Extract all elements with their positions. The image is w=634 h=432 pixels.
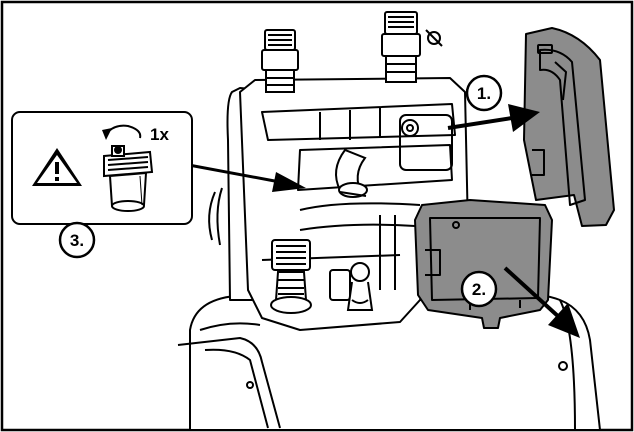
removal-arrow-1 (447, 104, 540, 132)
top-right-fitting (381, 11, 443, 83)
front-cover-part-2 (414, 199, 553, 329)
filter-cartridge-icon (103, 145, 154, 212)
callout-1: 1. (465, 74, 503, 112)
rotate-icon (102, 124, 142, 140)
rotation-count-label: 1x (150, 125, 169, 144)
callout-2: 2. (460, 270, 498, 308)
callout-3: 3. (58, 221, 96, 259)
top-left-fitting (261, 29, 299, 93)
removal-arrow-2 (503, 266, 580, 338)
filter-connection-hose (335, 148, 368, 198)
callout-3-label: 3. (70, 231, 84, 250)
callout-1-label: 1. (477, 84, 491, 103)
side-cover-part-1 (523, 27, 615, 227)
warning-icon (32, 148, 82, 186)
side-valve (346, 262, 374, 311)
filter-inset-box (11, 111, 193, 225)
callout-2-label: 2. (472, 280, 486, 299)
lower-left-fitting (270, 239, 312, 314)
